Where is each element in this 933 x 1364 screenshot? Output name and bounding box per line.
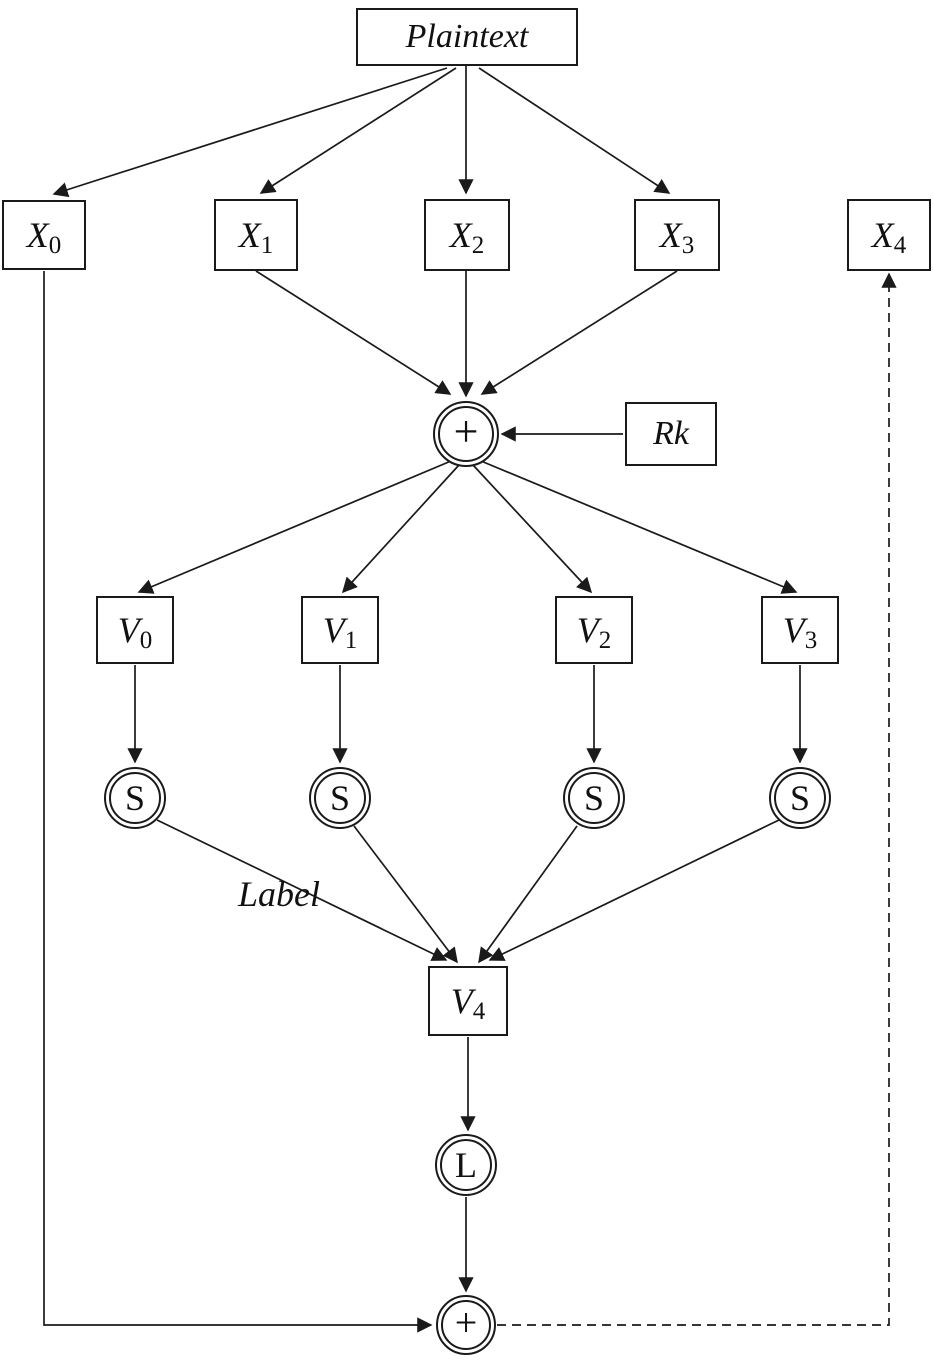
node-v0: V0 (96, 596, 174, 664)
edge-x0-xor-bottom (43, 271, 433, 1333)
label-annotation: Label (238, 874, 321, 914)
s-box-2: S (563, 767, 625, 829)
node-v3: V3 (761, 596, 839, 664)
v0-label: V0 (117, 610, 153, 654)
v2-label: V2 (576, 610, 612, 654)
x1-label: X1 (238, 215, 274, 259)
node-x4: X4 (847, 199, 931, 271)
node-rk: Rk (625, 402, 717, 466)
edge-xor-bottom-x4 (497, 272, 897, 1326)
edge-xor-v1 (341, 464, 460, 594)
s3-symbol: S (789, 778, 811, 818)
edge-s0-v4 (156, 819, 448, 961)
edge-plaintext-x0 (52, 67, 448, 198)
node-x1: X1 (214, 199, 298, 271)
edge-x1-xor-top (255, 270, 452, 395)
x0-label: X0 (26, 215, 62, 259)
x4-label: X4 (871, 215, 907, 259)
node-x0: X0 (2, 200, 86, 270)
node-v2: V2 (555, 596, 633, 664)
rk-label: Rk (653, 415, 689, 452)
edge-xor-v2 (472, 464, 593, 594)
plaintext-label: Plaintext (405, 18, 529, 55)
s-box-1: S (309, 767, 371, 829)
xor-bottom-symbol: + (454, 1300, 478, 1345)
s1-symbol: S (329, 778, 351, 818)
xor-bottom-node: + (436, 1295, 496, 1355)
edge-s1-v4 (353, 825, 458, 964)
v1-label: V1 (322, 610, 358, 654)
x2-label: X2 (449, 215, 485, 259)
xor-top-symbol: + (453, 407, 479, 456)
edge-plaintext-x3 (478, 67, 671, 194)
s-box-0: S (104, 767, 166, 829)
node-v4: V4 (428, 966, 508, 1036)
l-symbol: L (455, 1145, 477, 1185)
s2-symbol: S (583, 778, 605, 818)
v3-label: V3 (782, 610, 818, 654)
xor-top-node: + (433, 401, 499, 467)
s-box-3: S (769, 767, 831, 829)
s0-symbol: S (124, 778, 146, 818)
x3-label: X3 (659, 215, 695, 259)
l-node: L (435, 1134, 497, 1196)
v4-label: V4 (450, 981, 486, 1025)
edge-plaintext-x1 (259, 67, 457, 194)
node-plaintext: Plaintext (356, 8, 578, 66)
edge-xor-v0 (137, 460, 452, 594)
edge-x3-xor-top (480, 270, 678, 395)
node-x2: X2 (424, 199, 510, 271)
edge-xor-v3 (480, 460, 798, 594)
node-x3: X3 (634, 199, 720, 271)
edge-s2-v4 (478, 825, 578, 964)
node-v1: V1 (301, 596, 379, 664)
edge-s3-v4 (488, 819, 780, 961)
